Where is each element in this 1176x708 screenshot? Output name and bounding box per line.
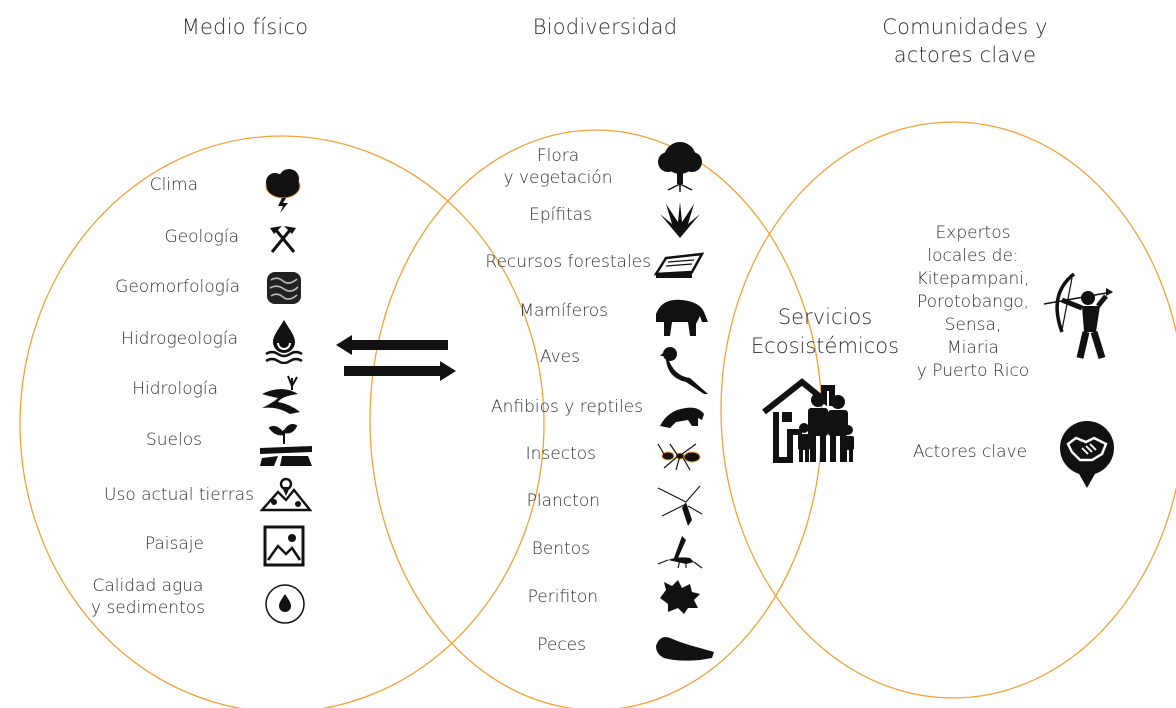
label-perifiton: Perifiton	[527, 587, 598, 607]
timber-log-icon	[654, 252, 704, 278]
label-calidad-agua: Calidad agua y sedimentos	[60, 575, 236, 619]
services-line2: Ecosistémicos	[750, 334, 900, 358]
handshake-pin-icon	[1060, 421, 1114, 488]
label-recursos-forestales: Recursos forestales	[485, 252, 651, 272]
label-epifitas: Epífitas	[529, 205, 592, 225]
copepod-icon	[657, 485, 703, 526]
arrow-right-icon	[344, 361, 456, 381]
label-paisaje: Paisaje	[144, 534, 204, 554]
parrot-icon	[660, 347, 708, 394]
arrow-left-icon	[336, 335, 448, 355]
tapir-icon	[656, 299, 708, 336]
key-actors-label: Actores clave	[912, 442, 1028, 462]
label-hidrogeologia: Hidrogeología	[121, 329, 238, 349]
label-flora-line1: Flora	[536, 146, 580, 166]
services-title: Servicios Ecosistémicos	[742, 303, 908, 361]
bromeliad-icon	[660, 202, 700, 238]
family-house-icon	[762, 378, 854, 463]
label-mamiferos: Mamíferos	[519, 301, 608, 321]
title-biodiversity: Biodiversidad	[532, 15, 678, 39]
label-hidrologia: Hidrología	[132, 379, 218, 399]
label-flora: Flora y vegetación	[470, 145, 646, 189]
archer-icon	[1043, 272, 1113, 360]
label-calidad-agua-line2: y sedimentos	[90, 598, 205, 618]
label-uso-actual-tierras: Uso actual tierras	[104, 485, 254, 505]
water-drop-circle-icon	[265, 584, 305, 624]
label-clima: Clima	[149, 175, 198, 195]
experts-line-6: Miaria	[947, 338, 999, 358]
tree-icon	[658, 142, 702, 192]
landscape-picture-icon	[263, 525, 305, 567]
circle-communities	[720, 121, 1176, 699]
experts-line-4: Porotobango,	[916, 292, 1030, 312]
terrain-texture-icon	[267, 272, 301, 304]
label-flora-line2: y vegetación	[503, 168, 613, 188]
map-pins-icon	[260, 477, 312, 512]
label-aves: Aves	[539, 347, 580, 367]
label-suelos: Suelos	[145, 430, 202, 450]
experts-line-3: Kitepampani,	[916, 269, 1030, 289]
label-plancton: Plancton	[526, 491, 600, 511]
river-icon	[262, 375, 300, 414]
label-geologia: Geología	[164, 227, 240, 247]
experts-line-7: y Puerto Rico	[916, 361, 1030, 381]
label-anfibios: Anfibios y reptiles	[490, 397, 643, 417]
label-insectos: Insectos	[525, 444, 596, 464]
ant-icon	[657, 443, 701, 471]
fish-icon	[656, 637, 714, 661]
circle-physical	[19, 135, 545, 708]
label-peces: Peces	[537, 635, 586, 655]
experts-line-1: Expertos	[935, 223, 1011, 243]
sprout-soil-icon	[260, 423, 312, 466]
circle-biodiversity	[369, 129, 823, 708]
crossed-hammers-icon	[270, 226, 296, 253]
label-bentos: Bentos	[531, 539, 590, 559]
experts-line-2: locales de:	[927, 246, 1019, 266]
services-line1: Servicios	[777, 305, 873, 329]
moss-icon	[660, 580, 700, 614]
title-communities: Comunidades y actores clave	[850, 13, 1080, 69]
experts-line-5: Sensa,	[944, 315, 1002, 335]
mayfly-icon	[657, 536, 703, 569]
label-geomorfologia: Geomorfología	[115, 277, 240, 297]
water-drop-waves-icon	[265, 320, 303, 364]
frog-icon	[660, 407, 704, 428]
title-communities-line1: Comunidades y	[882, 15, 1048, 39]
storm-cloud-icon	[265, 169, 301, 213]
experts-label: Expertos locales de: Kitepampani, Poroto…	[900, 222, 1046, 383]
title-physical: Medio físico	[181, 15, 309, 39]
title-communities-line2: actores clave	[893, 43, 1037, 67]
label-calidad-agua-line1: Calidad agua	[92, 576, 204, 596]
